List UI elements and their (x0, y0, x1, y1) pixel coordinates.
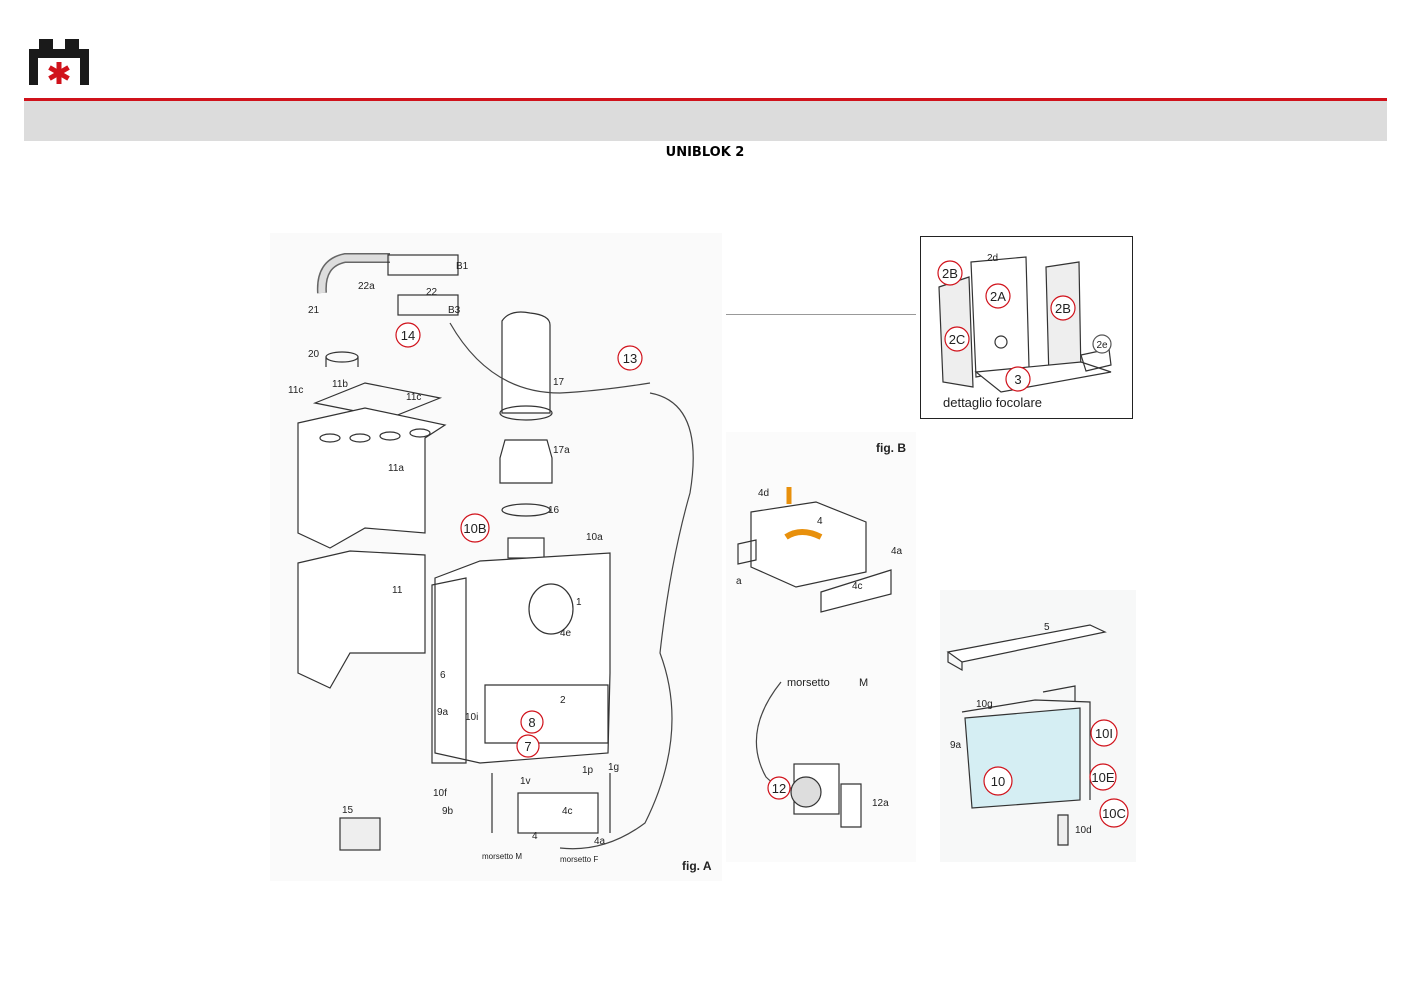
glass-label: 5 (1044, 622, 1050, 633)
glass-callout: 10 (991, 774, 1005, 789)
fig-b-callout: 12 (772, 781, 786, 796)
fig-a-label: 4e (560, 628, 572, 639)
fig-a-label: morsetto M (482, 852, 522, 861)
fig-a-label: 21 (308, 305, 320, 316)
detail-callout: 2C (949, 332, 966, 347)
company-logo-icon (26, 33, 92, 89)
header-rule (24, 98, 1387, 101)
fig-a-callout: 7 (524, 739, 531, 754)
fig-a-label: 1g (608, 762, 619, 773)
fig-a-label: B3 (448, 305, 461, 316)
fig-a-label: 10f (433, 788, 447, 799)
detail-callout: 3 (1014, 372, 1021, 387)
fig-a-label: 9a (437, 707, 449, 718)
glass-callout: 10I (1095, 726, 1113, 741)
detail-callout: 2B (1055, 301, 1071, 316)
fig-b-caption: fig. B (876, 441, 906, 455)
fig-b-label: a (736, 576, 742, 587)
fig-a-label: 11a (388, 463, 404, 474)
fig-a-caption: fig. A (682, 859, 712, 873)
fig-a-label: 11 (392, 585, 403, 596)
fig-a-label: 20 (308, 349, 320, 360)
fig-a-label: 1p (582, 765, 594, 776)
fig-a-label: 17 (553, 377, 565, 388)
fig-a-label: 1 (576, 597, 582, 608)
fig-b-label: morsetto (787, 677, 830, 689)
detail-callout: 2B (942, 266, 958, 281)
fig-a-callout: 14 (401, 328, 415, 343)
detail-caption: dettaglio focolare (943, 395, 1042, 410)
fig-a-callout: 8 (528, 715, 535, 730)
fig-b-label: 12a (872, 798, 889, 809)
fig-a-label: 6 (440, 670, 446, 681)
firebox-detail: 2d 2B 2A 2B 2C 2e 3 dettaglio focolare (920, 236, 1133, 419)
glass-label: 10g (976, 699, 993, 710)
fig-a-label: 11c (288, 385, 303, 396)
fig-a-label: B1 (456, 261, 469, 272)
fan-assembly-figure-b: 4d 4 4a a 4c morsetto M 12a fig. B 12 (726, 432, 916, 862)
fig-b-label: M (859, 677, 868, 689)
fig-a-label: 2 (560, 695, 566, 706)
page-title: UNIBLOK 2 (665, 145, 745, 160)
fig-b-label: 4d (758, 488, 769, 499)
fig-a-label: 11b (332, 379, 348, 390)
fig-a-label: 9b (442, 806, 454, 817)
fig-a-callout: 10B (463, 521, 486, 536)
fig-b-label: 4a (891, 546, 903, 557)
glass-label: 9a (950, 740, 962, 751)
header-band (24, 101, 1387, 141)
connector-line (726, 314, 916, 315)
fig-a-callout: 13 (623, 351, 637, 366)
fig-a-label: 11c (406, 392, 421, 403)
detail-callout: 2e (1096, 340, 1108, 351)
exploded-view-figure-a: B1 22a 22 B3 21 20 11c 11b 11c 17 11a 17… (270, 233, 722, 881)
fig-a-label: 16 (548, 505, 560, 516)
fig-a-label: 4a (594, 836, 606, 847)
fig-a-label: 22 (426, 287, 438, 298)
fig-a-label: 15 (342, 805, 354, 816)
fig-a-label: 22a (358, 281, 375, 292)
glass-label: 10d (1075, 825, 1092, 836)
fig-a-label: 4 (532, 831, 538, 842)
detail-label: 2d (987, 253, 998, 264)
fig-a-label: 1v (520, 776, 531, 787)
fig-a-label: 10i (465, 712, 478, 723)
detail-callout: 2A (990, 289, 1006, 304)
fig-b-label: 4 (817, 516, 823, 527)
glass-callout: 10C (1102, 806, 1126, 821)
fig-a-label: 17a (553, 445, 570, 456)
glass-callout: 10E (1091, 770, 1114, 785)
fig-b-label: 4c (852, 581, 863, 592)
fig-a-label: morsetto F (560, 855, 598, 864)
fig-a-label: 10a (586, 532, 603, 543)
glass-door-assembly: 5 10g 9a 10d 10I 10 10E 10C (940, 590, 1136, 862)
fig-a-label: 4c (562, 806, 573, 817)
